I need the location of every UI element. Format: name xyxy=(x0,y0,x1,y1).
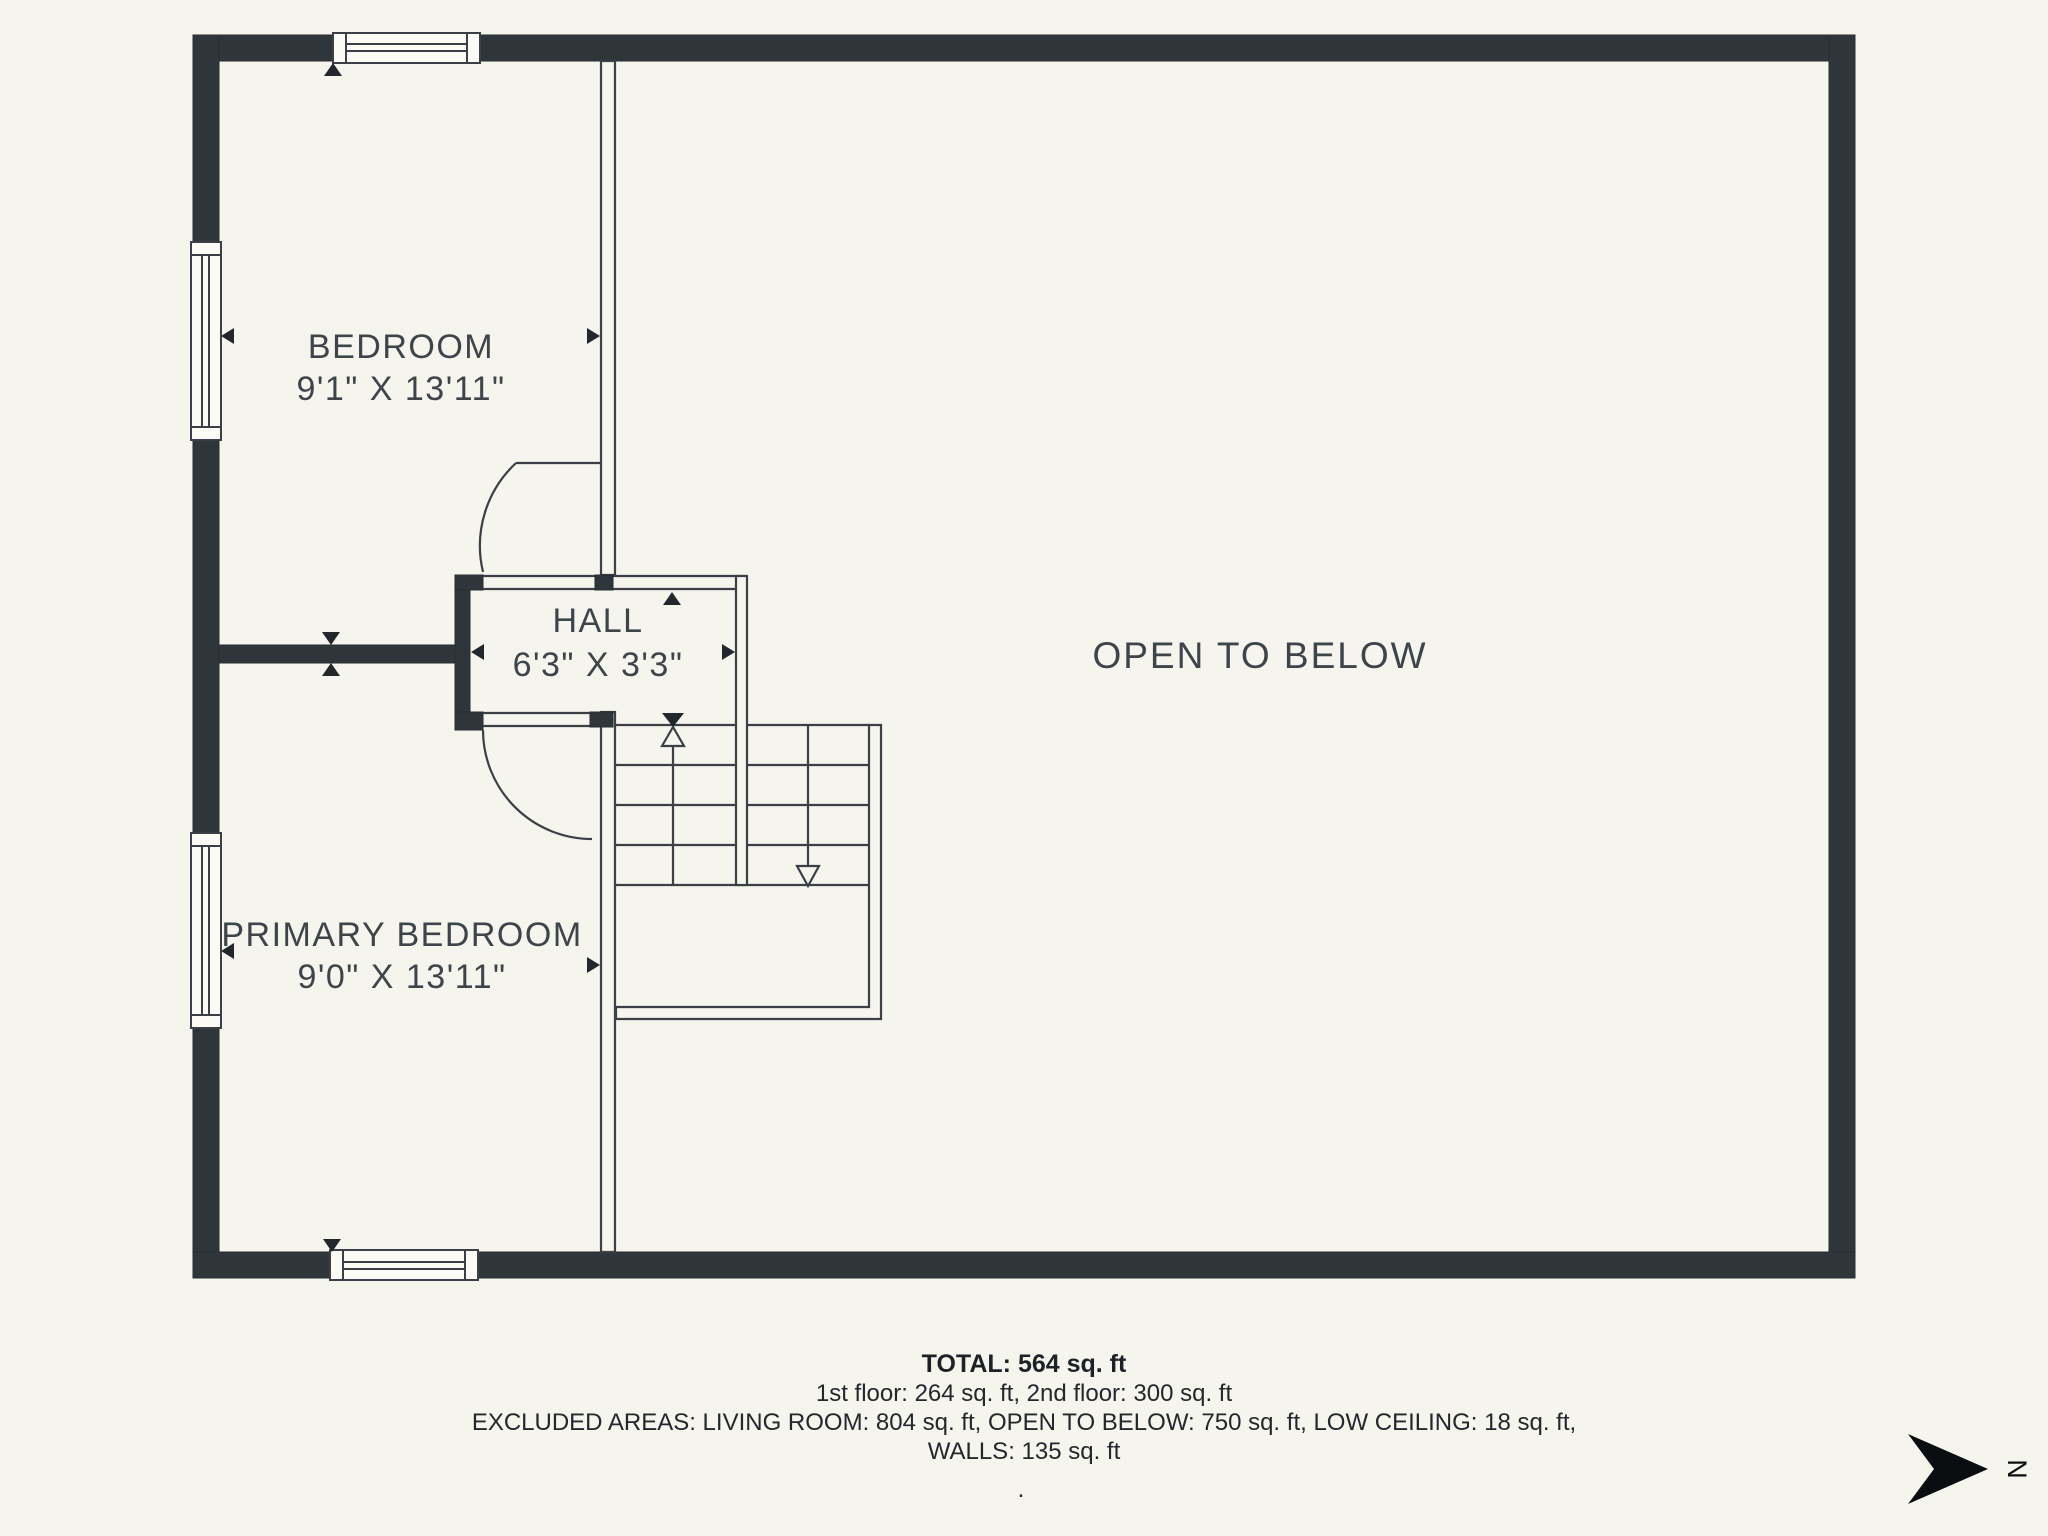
marker-upper-window-left xyxy=(221,328,234,344)
bedroom-door xyxy=(478,461,601,573)
doors xyxy=(478,461,601,841)
bottom-wall-right-segment xyxy=(477,1251,1856,1279)
dimension-markers xyxy=(221,63,735,1252)
marker-hall-bottom-down xyxy=(662,713,684,727)
left-wall-middle-segment xyxy=(192,439,220,834)
stair-center-divider xyxy=(734,574,749,887)
bedroom-divider-wall xyxy=(218,644,456,664)
marker-top-window-up xyxy=(324,63,342,76)
bedroom-label: BEDROOM xyxy=(308,328,494,366)
room-labels: BEDROOM 9'1" X 13'11" HALL 6'3" X 3'3" P… xyxy=(221,328,1427,996)
summary-excluded: EXCLUDED AREAS: LIVING ROOM: 804 sq. ft,… xyxy=(472,1409,1576,1436)
bedroom-dimensions: 9'1" X 13'11" xyxy=(296,370,505,408)
hall-left-wall xyxy=(454,574,471,731)
area-summary: TOTAL: 564 sq. ft 1st floor: 264 sq. ft,… xyxy=(472,1350,1576,1503)
north-arrow-icon xyxy=(1908,1434,1988,1504)
marker-hall-top-up xyxy=(663,592,681,605)
hall-wall-cap-top-over xyxy=(594,574,614,591)
primary-bedroom-label: PRIMARY BEDROOM xyxy=(221,916,582,954)
bedroom-right-wall xyxy=(599,59,617,577)
marker-hall-right xyxy=(722,644,735,660)
summary-walls: WALLS: 135 sq. ft xyxy=(928,1438,1121,1465)
stairs-up-arrow-head xyxy=(660,724,686,748)
bedroom-door-swing-arc xyxy=(478,462,517,573)
open-to-below-label: OPEN TO BELOW xyxy=(1092,635,1427,676)
hall-dimensions: 6'3" X 3'3" xyxy=(513,646,684,684)
hall-wall-cap-bottom-over xyxy=(589,711,614,728)
left-wall-upper-segment xyxy=(192,34,220,243)
marker-bedroom-wall-right xyxy=(587,328,600,344)
marker-divider-wall-down xyxy=(322,632,340,645)
thin-walls xyxy=(483,59,883,1254)
window-bottom xyxy=(329,1249,479,1281)
window-left-lower xyxy=(190,832,222,1029)
marker-divider-wall-up xyxy=(322,663,340,676)
marker-hall-left xyxy=(471,644,484,660)
hall-corner-bottom-left xyxy=(454,711,484,731)
outer-walls xyxy=(192,34,1856,1279)
bottom-wall-left-segment xyxy=(192,1251,331,1279)
primary-bedroom-dimensions: 9'0" X 13'11" xyxy=(297,958,506,996)
right-wall xyxy=(1828,34,1856,1279)
compass: N xyxy=(1908,1434,2032,1504)
primary-bedroom-door-swing-arc xyxy=(481,729,593,841)
marker-bottom-window-down xyxy=(323,1239,341,1252)
hall-corner-top-left xyxy=(454,574,484,591)
north-label: N xyxy=(2002,1459,2032,1479)
marker-lower-window-left xyxy=(221,943,234,959)
summary-total: TOTAL: 564 sq. ft xyxy=(922,1350,1127,1378)
primary-bedroom-door xyxy=(481,729,593,841)
summary-floors: 1st floor: 264 sq. ft, 2nd floor: 300 sq… xyxy=(816,1380,1233,1407)
stair-outer-rail xyxy=(614,723,883,1021)
summary-footnote-dot: . xyxy=(1018,1476,1025,1503)
windows xyxy=(190,32,481,1281)
hall-label: HALL xyxy=(552,602,643,640)
top-wall-right-segment xyxy=(479,34,1856,62)
window-left-upper xyxy=(190,241,222,441)
window-top xyxy=(332,32,481,64)
left-wall-lower-segment xyxy=(192,1027,220,1279)
marker-interior-wall-right xyxy=(587,957,600,973)
stairs-down-arrow-head xyxy=(795,864,821,889)
primary-bedroom-right-wall xyxy=(599,710,617,1254)
